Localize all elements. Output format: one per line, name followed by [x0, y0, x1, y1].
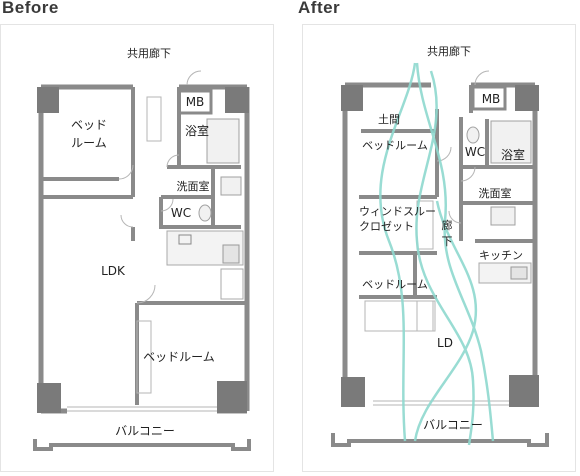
- corridor-label: 共用廊下: [427, 44, 471, 58]
- interior-walls: [41, 87, 247, 405]
- balcony-outline: [33, 439, 251, 451]
- bedroom2-label: ベッドルーム: [143, 350, 215, 364]
- fridge-space: [220, 268, 244, 300]
- bathtub: [490, 120, 532, 164]
- bedroom1-label: ベッドルーム: [362, 139, 428, 152]
- bath-label: 浴室: [185, 123, 209, 138]
- balcony-outline: [331, 433, 549, 447]
- after-floorplan-panel: 共用廊下 MB 土間 ベッドルーム WC 浴室 洗面室 ウィンドスルー クロゼッ…: [302, 24, 576, 472]
- mb-label: MB: [186, 95, 205, 109]
- mb-box: [471, 85, 507, 111]
- door-swings: [118, 70, 202, 304]
- doma-label: 土間: [378, 113, 400, 126]
- stove: [510, 266, 528, 280]
- balcony-window: [373, 400, 517, 406]
- before-heading: Before: [2, 0, 59, 17]
- washroom-label: 洗面室: [177, 179, 210, 193]
- bedroom1-label-line2: ルーム: [71, 136, 107, 150]
- hallway-label-line2: 下: [442, 235, 453, 248]
- washbasin: [220, 176, 242, 196]
- wc-label: WC: [465, 145, 485, 159]
- balcony-window: [67, 406, 217, 412]
- before-floorplan-panel: 共用廊下 MB ベッド ルーム 浴室 洗面室 WC LDK ベッドルーム バルコ…: [0, 24, 274, 472]
- stove: [222, 244, 240, 264]
- hallway-label-line1: 廊: [442, 218, 453, 232]
- sink: [178, 234, 192, 245]
- closets: [136, 96, 162, 394]
- walkin-closet-label-line1: ウィンドスルー: [359, 205, 436, 218]
- interior-walls: [359, 85, 535, 299]
- washroom-label: 洗面室: [479, 186, 512, 200]
- airflow-lines: [379, 62, 495, 446]
- corridor-label: 共用廊下: [127, 46, 171, 60]
- bedroom1-label-line1: ベッド: [71, 118, 107, 132]
- after-floorplan: 共用廊下 MB 土間 ベッドルーム WC 浴室 洗面室 ウィンドスルー クロゼッ…: [331, 44, 549, 447]
- pillars: [341, 85, 539, 407]
- pillars: [37, 87, 249, 413]
- ld-label: LD: [437, 336, 453, 350]
- walkin-closet-label-line2: クロゼット: [359, 220, 414, 233]
- toilet: [466, 126, 480, 144]
- before-floorplan: 共用廊下 MB ベッド ルーム 浴室 洗面室 WC LDK ベッドルーム バルコ…: [33, 46, 251, 451]
- after-heading: After: [298, 0, 341, 17]
- mb-box: [177, 89, 213, 115]
- bathtub: [206, 118, 240, 164]
- bedroom2-label: ベッドルーム: [362, 278, 428, 291]
- bath-label: 浴室: [501, 147, 525, 162]
- mb-label: MB: [482, 92, 501, 106]
- kitchen-label: キッチン: [479, 249, 523, 262]
- washbasin: [490, 206, 516, 226]
- balcony-label: バルコニー: [423, 418, 483, 432]
- wc-label: WC: [171, 206, 191, 220]
- ldk-label: LDK: [101, 264, 126, 278]
- toilet: [198, 204, 212, 222]
- balcony-label: バルコニー: [115, 424, 175, 438]
